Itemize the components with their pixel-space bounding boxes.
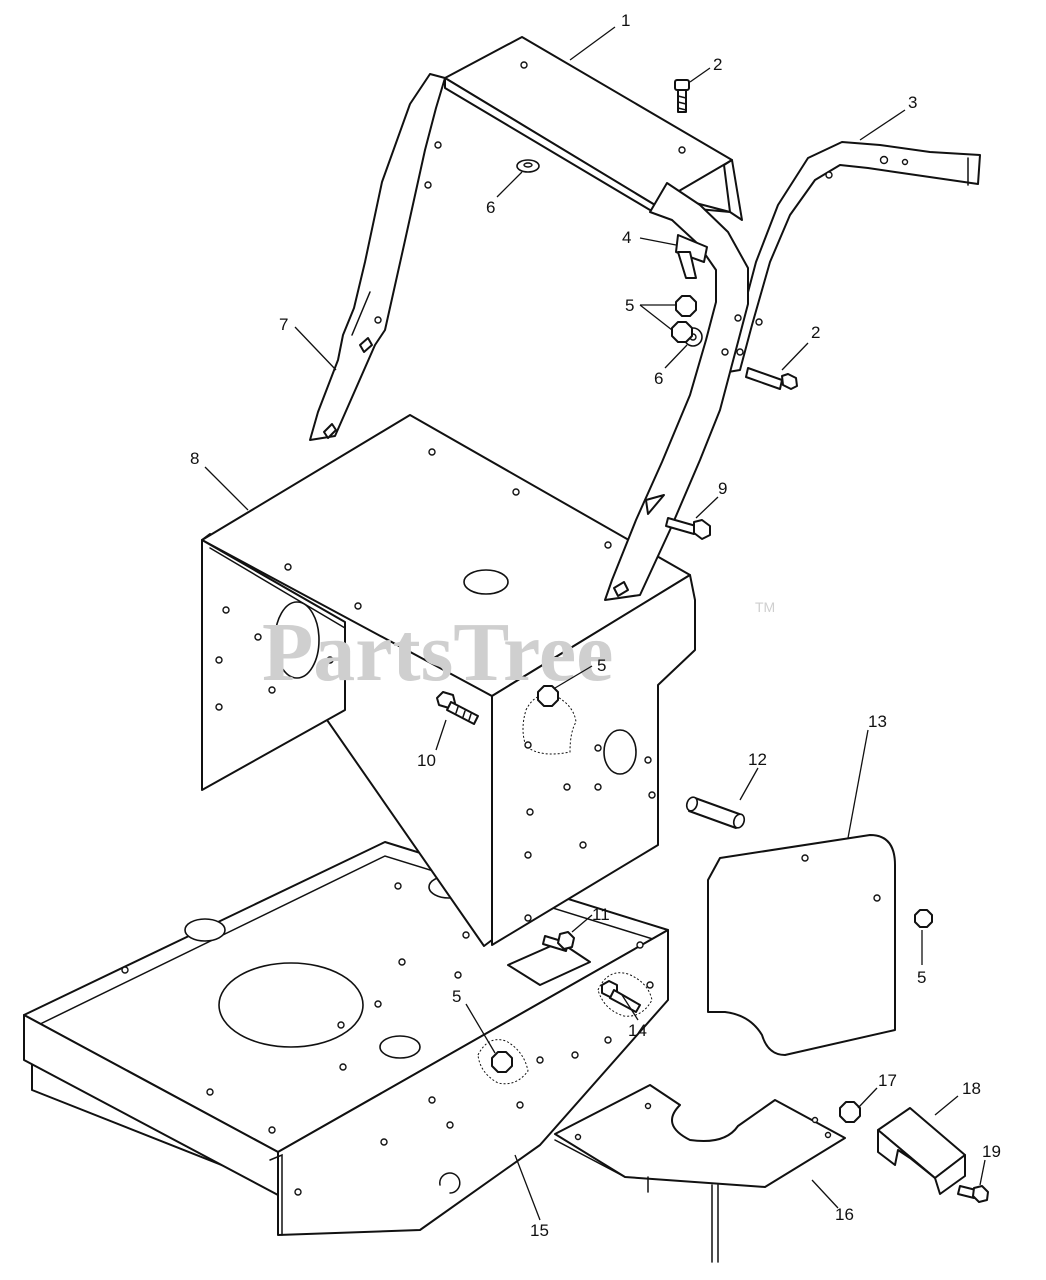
callout-labels: 1 2 2 3 4 5 5 5 5 6 6 7 8 9 10 11 12 13 … (190, 11, 1001, 1240)
leader-lines (204, 26, 986, 1221)
part-5-nut-right (914, 909, 933, 928)
part-2-bolt-upper (674, 79, 690, 113)
callout-5-base: 5 (452, 987, 461, 1006)
callout-8: 8 (190, 449, 199, 468)
part-15-mounting-holes (121, 844, 654, 1196)
part-13-side-plate (707, 834, 896, 1056)
callout-2-upper: 2 (713, 55, 722, 74)
part-7-left-handle (309, 73, 446, 441)
callout-14: 14 (628, 1021, 647, 1040)
callout-6-lower: 6 (654, 369, 663, 388)
part-9-bolt (665, 517, 711, 540)
callout-5-right: 5 (917, 968, 926, 987)
callout-16: 16 (835, 1205, 854, 1224)
part-4-clip (675, 234, 708, 279)
callout-17: 17 (878, 1071, 897, 1090)
part-5-nut-housing (537, 685, 559, 707)
callout-6-upper: 6 (486, 198, 495, 217)
part-16-bottom-plate (554, 1084, 846, 1263)
part-19-bolt (957, 1185, 989, 1203)
callout-11: 11 (592, 905, 610, 924)
part-14-bolt (601, 980, 641, 1013)
part-6-washer-upper (516, 159, 540, 173)
part-5-nut-middle (671, 321, 693, 343)
callout-1: 1 (621, 11, 630, 30)
callout-18: 18 (962, 1079, 981, 1098)
partstree-watermark: PartsTree TM (262, 599, 775, 699)
part-2-bolt-side (745, 367, 798, 390)
part-10-bolt (436, 691, 479, 725)
part-15-base-deck (23, 841, 669, 1236)
watermark-trademark: TM (755, 599, 775, 615)
part-5-nut-upper (675, 295, 697, 317)
part-1-right-tube (604, 182, 749, 601)
watermark-text: PartsTree (262, 606, 613, 699)
callout-5-upper: 5 (625, 296, 634, 315)
callout-10: 10 (417, 751, 436, 770)
callout-13: 13 (868, 712, 887, 731)
part-5-nut-base (491, 1051, 513, 1073)
part-12-spacer-tube (685, 796, 746, 829)
callout-2-side: 2 (811, 323, 820, 342)
part-18-bracket (877, 1107, 966, 1195)
callout-4: 4 (622, 228, 631, 247)
callout-12: 12 (748, 750, 767, 769)
callout-7: 7 (279, 315, 288, 334)
part-8-upper-housing (201, 414, 696, 947)
callout-19: 19 (982, 1142, 1001, 1161)
callout-9: 9 (718, 479, 727, 498)
part-1-top-bracket (444, 36, 743, 221)
part-11-bolt (542, 931, 575, 952)
callout-3: 3 (908, 93, 917, 112)
part-8-mounting-holes (215, 448, 656, 922)
part-17-nut (839, 1101, 861, 1123)
callout-5-housing: 5 (597, 656, 606, 675)
callout-15: 15 (530, 1221, 549, 1240)
part-3-handle-grip (727, 141, 981, 373)
